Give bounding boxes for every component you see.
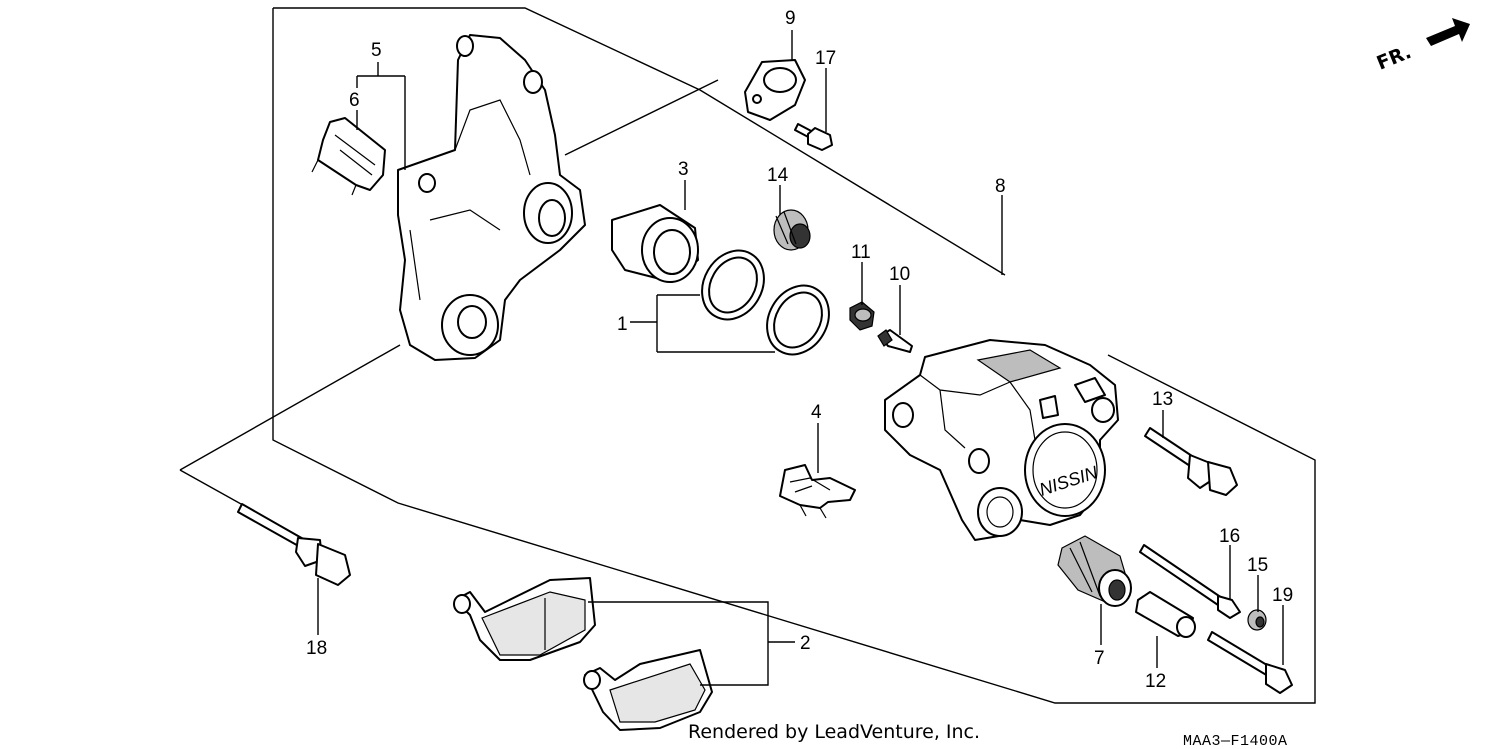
bleeder-cap[interactable] <box>849 301 875 331</box>
pin-boot[interactable] <box>1057 535 1132 607</box>
piston-seals[interactable] <box>690 239 841 365</box>
caliper-bracket[interactable] <box>397 34 586 361</box>
callout-16: 16 <box>1219 526 1240 547</box>
credit-text: Rendered by LeadVenture, Inc. <box>688 721 980 743</box>
assembly-frame <box>179 7 1316 704</box>
callout-10: 10 <box>889 264 910 285</box>
boot[interactable] <box>773 209 811 251</box>
sleeve[interactable] <box>1135 591 1196 638</box>
callout-14: 14 <box>767 165 789 186</box>
brake-pad-lower[interactable] <box>583 649 713 731</box>
hose-clamp[interactable] <box>744 59 806 121</box>
callout-9: 9 <box>785 8 796 29</box>
callout-8: 8 <box>995 176 1006 197</box>
piston[interactable] <box>611 204 699 283</box>
bolt-19[interactable] <box>1207 631 1293 694</box>
callout-15: 15 <box>1247 555 1268 576</box>
direction-label: FR. <box>1374 41 1415 75</box>
front-direction-indicator: FR. <box>1374 18 1470 75</box>
callout-2: 2 <box>800 633 811 654</box>
leader-lines <box>317 30 1284 686</box>
long-pin[interactable] <box>1139 544 1241 619</box>
callout-1: 1 <box>617 314 628 335</box>
callout-13: 13 <box>1152 389 1173 410</box>
callout-4: 4 <box>811 402 822 423</box>
pad-spring-clip[interactable] <box>311 117 386 196</box>
callout-6: 6 <box>349 90 360 111</box>
clamp-bolt[interactable] <box>794 123 833 151</box>
caliper-body[interactable]: NISSIN <box>884 339 1119 541</box>
brake-pad-upper[interactable] <box>453 577 596 661</box>
callout-labels: 5 6 3 1 9 17 14 11 10 8 4 13 16 15 19 7 … <box>306 8 1293 692</box>
pad-spring[interactable] <box>779 464 856 519</box>
small-boot[interactable] <box>1247 609 1267 631</box>
callout-11: 11 <box>851 242 871 263</box>
callout-19: 19 <box>1272 585 1293 606</box>
callout-5: 5 <box>371 40 382 61</box>
callout-3: 3 <box>678 159 689 180</box>
bleeder-valve[interactable] <box>877 329 913 353</box>
diagram-code: MAA3—F1400A <box>1183 733 1288 749</box>
arrow-right-icon <box>1426 18 1470 46</box>
callout-7: 7 <box>1094 648 1105 669</box>
callout-12: 12 <box>1145 671 1166 692</box>
callout-17: 17 <box>815 48 836 69</box>
callout-18: 18 <box>306 638 327 659</box>
pin-bolt[interactable] <box>1144 427 1238 496</box>
bolt-18[interactable] <box>237 503 351 586</box>
